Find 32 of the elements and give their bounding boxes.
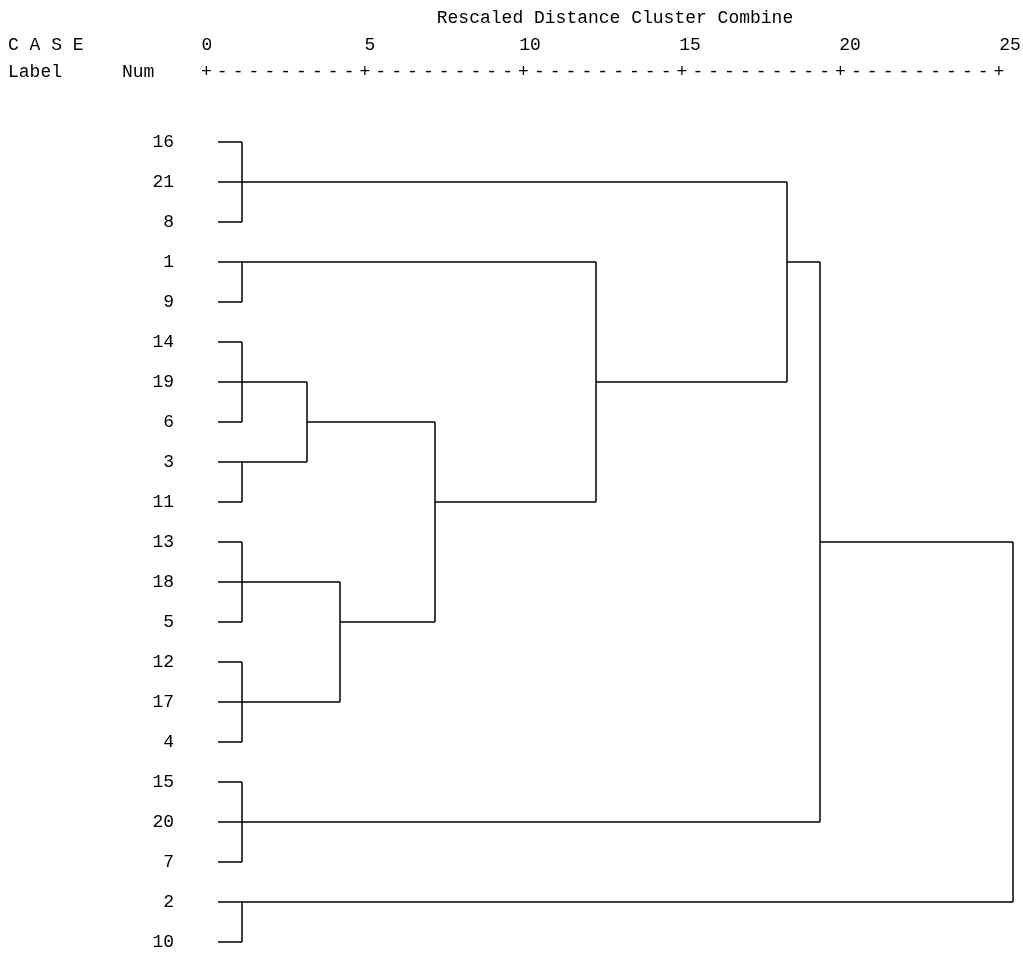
case-number: 7 bbox=[163, 853, 174, 871]
tick-label: 25 bbox=[999, 36, 1021, 54]
tick-label: 5 bbox=[364, 36, 376, 54]
case-number: 8 bbox=[163, 213, 174, 231]
axis-title: Rescaled Distance Cluster Combine bbox=[436, 9, 794, 27]
case-number: 6 bbox=[163, 413, 174, 431]
case-number: 9 bbox=[163, 293, 174, 311]
case-number: 10 bbox=[152, 933, 174, 951]
case-number: 16 bbox=[152, 133, 174, 151]
case-number: 18 bbox=[152, 573, 174, 591]
case-number: 19 bbox=[152, 373, 174, 391]
case-number: 3 bbox=[163, 453, 174, 471]
case-number: 20 bbox=[152, 813, 174, 831]
column-header: C A S E bbox=[8, 36, 84, 54]
case-number: 11 bbox=[152, 493, 174, 511]
axis-scale: +---------+---------+---------+---------+---------+ bbox=[201, 63, 1010, 81]
case-number: 21 bbox=[152, 173, 174, 191]
case-number: 1 bbox=[163, 253, 174, 271]
case-number: 2 bbox=[163, 893, 174, 911]
case-number: 4 bbox=[163, 733, 174, 751]
column-header: Num bbox=[122, 63, 155, 81]
case-number: 12 bbox=[152, 653, 174, 671]
tick-label: 20 bbox=[839, 36, 861, 54]
case-number: 14 bbox=[152, 333, 174, 351]
tick-label: 0 bbox=[201, 36, 213, 54]
case-number: 13 bbox=[152, 533, 174, 551]
column-header: Label bbox=[8, 63, 62, 81]
tick-label: 15 bbox=[679, 36, 701, 54]
case-number: 15 bbox=[152, 773, 174, 791]
case-number: 17 bbox=[152, 693, 174, 711]
case-number: 5 bbox=[163, 613, 174, 631]
tick-label: 10 bbox=[519, 36, 541, 54]
